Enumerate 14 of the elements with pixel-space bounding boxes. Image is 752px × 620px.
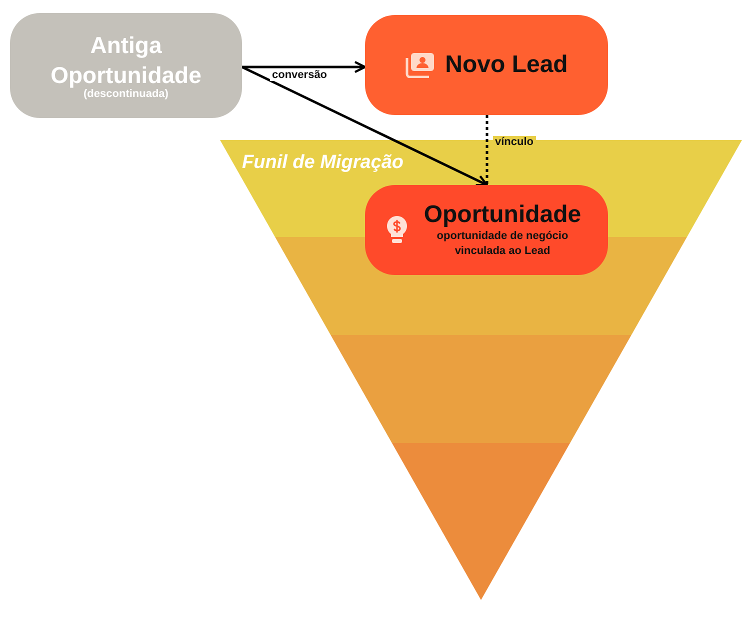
- box-title: Oportunidade: [424, 200, 582, 229]
- dotted-connector: [486, 115, 488, 185]
- box-title: Novo Lead: [445, 51, 568, 79]
- arrow: [242, 60, 366, 74]
- funnel-title: Funil de Migração: [242, 152, 404, 174]
- box-title: Antiga Oportunidade: [50, 30, 202, 89]
- process-box: [365, 185, 608, 275]
- process-box: [365, 15, 608, 115]
- box-description: oportunidade de negócio vinculada ao Lead: [436, 228, 570, 259]
- discontinued-box: [10, 13, 242, 118]
- box-subtitle: (descontinuada): [84, 88, 168, 100]
- arrow: [241, 66, 488, 186]
- edge-label: conversão: [270, 69, 330, 81]
- edge-label: vínculo: [493, 136, 536, 148]
